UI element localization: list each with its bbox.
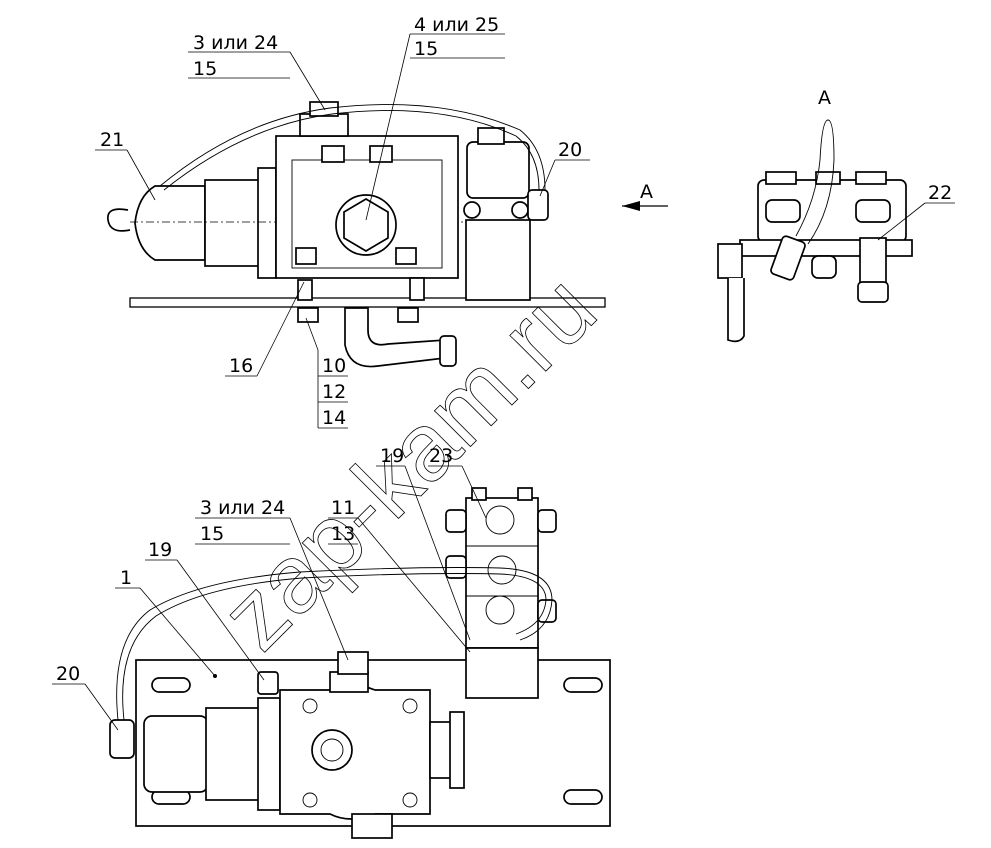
pump-housing-inner [291, 159, 443, 269]
slot-4-icon [563, 789, 603, 805]
label-14: 14 [322, 407, 346, 429]
motor-flange-top [257, 167, 277, 279]
hose-bottom [116, 567, 553, 721]
valve-stack-bottom [465, 497, 539, 649]
label-23: 23 [429, 445, 453, 467]
top-plug-top [299, 113, 349, 137]
valve-block-top [466, 141, 530, 199]
label-13: 13 [331, 523, 355, 545]
callout-labels: 3 или 24 15 4 или 25 15 21 20 16 10 12 1… [56, 14, 952, 685]
label-10: 10 [322, 355, 346, 377]
label-22: 22 [928, 182, 952, 204]
view-a-hose [795, 119, 835, 245]
label-1: 1 [120, 567, 132, 589]
label-20-bot: 20 [56, 663, 80, 685]
arrow-left-icon [622, 201, 640, 211]
slot-3-icon [563, 677, 603, 693]
label-4or25: 4 или 25 [414, 14, 499, 36]
valve-stand-top [465, 219, 531, 301]
label-15-top-mid: 15 [414, 38, 438, 60]
label-a-top: А [818, 87, 831, 109]
motor-hook-icon [107, 208, 131, 232]
view-a-window-right [855, 199, 891, 223]
view-a [717, 119, 913, 343]
label-16: 16 [229, 355, 253, 377]
base-plate-top [129, 297, 606, 308]
valve-bolt-right-icon [511, 201, 529, 219]
view-a-window-left [765, 199, 801, 223]
label-a-arrow: А [640, 181, 653, 203]
motor-body-top [204, 179, 261, 267]
electric-motor-top [134, 185, 206, 261]
label-15-bot: 15 [200, 523, 224, 545]
label-15-top-left: 15 [193, 58, 217, 80]
valve-bolt-left-icon [463, 201, 481, 219]
label-19-mid: 19 [380, 445, 404, 467]
label-3or24-bot: 3 или 24 [200, 497, 285, 519]
central-port-bottom [311, 729, 353, 771]
drain-pipe-top [344, 307, 446, 368]
bottom-view [109, 487, 611, 839]
slot-1-icon [151, 677, 191, 693]
label-12: 12 [322, 381, 346, 403]
electric-motor-bottom [143, 715, 209, 793]
central-hex-nut-icon [343, 198, 389, 252]
view-a-arrow [622, 201, 668, 211]
label-19-left: 19 [148, 539, 172, 561]
label-21: 21 [100, 129, 124, 151]
label-11: 11 [331, 497, 355, 519]
pump-housing-bottom [279, 684, 431, 820]
top-view [107, 101, 606, 368]
hose-top [159, 104, 546, 191]
label-20-top: 20 [558, 139, 582, 161]
label-3or24-top: 3 или 24 [193, 32, 278, 54]
leaders [52, 33, 955, 731]
